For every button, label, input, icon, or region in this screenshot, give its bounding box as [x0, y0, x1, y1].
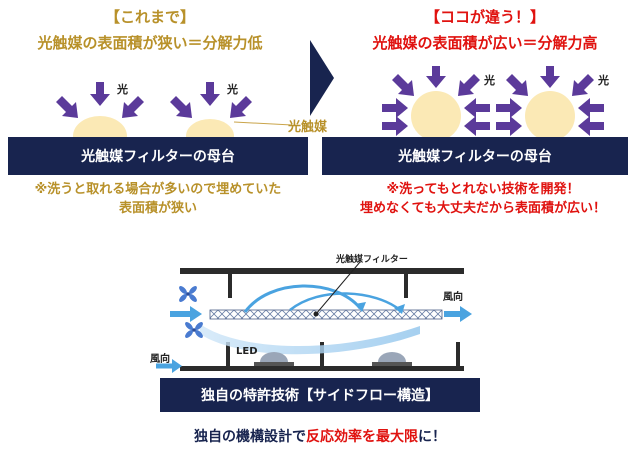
- right-subtitle: 光触媒の表面積が広い＝分解力高: [372, 34, 598, 52]
- arrow-icon: [578, 98, 604, 118]
- right-note: ※洗ってもとれない技術を開発！ 埋めなくても大丈夫だから表面積が広い！: [326, 180, 640, 218]
- left-bracket-title: 【これまで】: [104, 8, 195, 26]
- right-filter-base: 光触媒フィルターの母台: [322, 137, 628, 175]
- arrow-icon: [392, 74, 414, 96]
- arrow-icon: [540, 66, 560, 88]
- left-note-line1: ※洗うと取れる場合が多いので埋めていた: [34, 182, 282, 197]
- caption-prefix: 独自の機構設計で: [194, 429, 306, 445]
- housing-post-bl: [226, 342, 230, 368]
- arrow-icon: [496, 98, 522, 118]
- arrow-icon: [90, 82, 110, 106]
- left-subtitle: 光触媒の表面積が狭い＝分解力低: [37, 34, 263, 52]
- arrow-icon: [464, 116, 490, 136]
- arrow-icon: [170, 96, 192, 118]
- housing-post-left: [228, 274, 232, 298]
- bottom-caption: 独自の機構設計で反応効率を最大限に！: [0, 426, 640, 446]
- arrow-icon: [458, 74, 480, 96]
- arrow-icon: [200, 82, 220, 106]
- arrow-icon: [464, 98, 490, 118]
- arrow-icon: [382, 98, 408, 118]
- arrow-icon: [496, 116, 522, 136]
- left-note-line2: 表面積が狭い: [118, 201, 197, 216]
- housing-post-br: [456, 342, 460, 368]
- housing-top: [180, 268, 464, 274]
- led-label: LED: [236, 346, 258, 357]
- right-bracket-title: 【ココが違う！】: [424, 8, 545, 26]
- arrow-icon: [572, 74, 594, 96]
- housing-post-bm: [320, 342, 324, 368]
- left-note: ※洗うと取れる場合が多いので埋めていた 表面積が狭い: [0, 180, 316, 218]
- right-light-label-2: 光: [598, 74, 609, 87]
- patent-banner: 独自の特許技術【サイドフロー構造】: [160, 378, 480, 412]
- right-illustration: [382, 66, 604, 141]
- arrow-icon: [426, 66, 446, 88]
- led-right: [372, 352, 412, 366]
- fan-icon: [179, 286, 197, 302]
- right-catalyst-bump-2: [525, 91, 575, 141]
- side-flow-diagram: [156, 261, 472, 373]
- wind-label-left: 風向: [150, 354, 170, 365]
- transition-arrow: [310, 40, 334, 116]
- fan-icon: [185, 322, 203, 338]
- arrow-icon: [506, 74, 528, 96]
- right-note-line2: 埋めなくても大丈夫だから表面積が広い！: [360, 201, 606, 216]
- arrow-icon: [230, 96, 252, 118]
- arrow-icon: [56, 96, 78, 118]
- right-light-label-1: 光: [484, 74, 495, 87]
- left-illustration: [56, 82, 293, 156]
- right-base-label: 光触媒フィルターの母台: [398, 149, 552, 165]
- housing-bottom: [180, 366, 464, 371]
- arrow-icon: [578, 116, 604, 136]
- photocatalyst-filter: [209, 309, 443, 320]
- photocatalyst-label: 光触媒: [288, 120, 328, 135]
- left-light-label-2: 光: [227, 83, 238, 96]
- arrow-icon: [122, 96, 144, 118]
- led-left: [254, 352, 294, 366]
- wind-label-right: 風向: [443, 292, 463, 303]
- caption-suffix: に！: [418, 429, 446, 445]
- chevron-right-icon: [310, 40, 334, 116]
- left-filter-base: 光触媒フィルターの母台: [8, 137, 308, 175]
- patent-banner-label: 独自の特許技術【サイドフロー構造】: [201, 388, 439, 404]
- right-note-line1: ※洗ってもとれない技術を開発！: [386, 182, 580, 197]
- arrow-icon: [382, 116, 408, 136]
- caption-highlight: 反応効率を最大限: [306, 429, 418, 445]
- right-catalyst-bump-1: [411, 91, 461, 141]
- housing-post-right: [404, 274, 408, 298]
- filter-label: 光触媒フィルター: [336, 255, 408, 265]
- left-light-label-1: 光: [117, 83, 128, 96]
- left-base-label: 光触媒フィルターの母台: [81, 149, 235, 165]
